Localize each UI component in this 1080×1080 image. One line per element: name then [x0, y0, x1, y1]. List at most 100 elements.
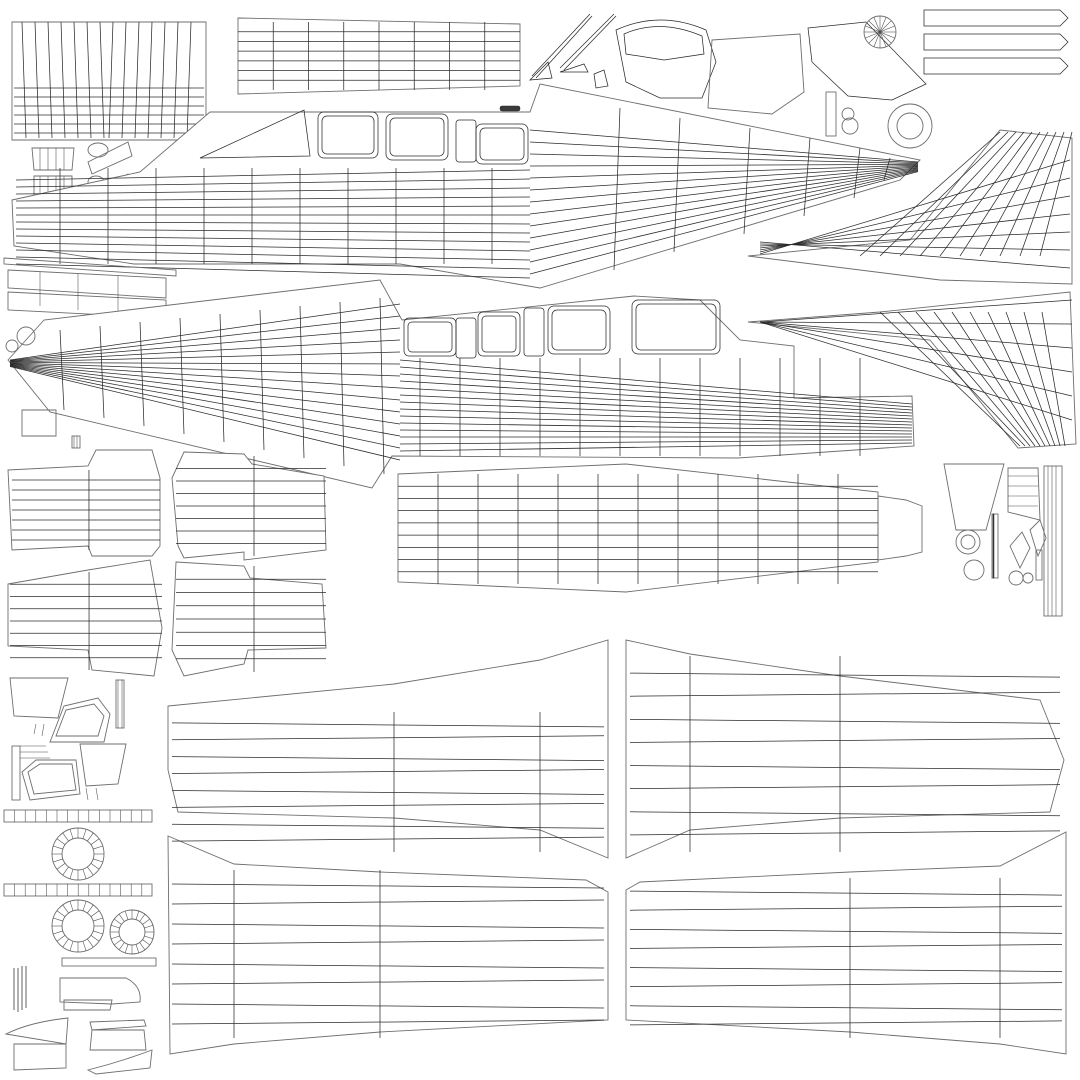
mesh-edge — [144, 924, 154, 929]
mesh-edge — [56, 935, 66, 942]
mesh-edge — [629, 672, 1061, 678]
mesh-edge — [529, 170, 919, 263]
mesh-edge — [759, 321, 1073, 397]
mesh-edge — [121, 21, 127, 139]
mesh-edge — [915, 311, 1031, 447]
mesh-edge — [135, 944, 140, 954]
mesh-edge — [629, 738, 1061, 743]
mesh-edge — [171, 979, 605, 985]
mesh-edge — [759, 213, 1071, 249]
mesh-edge — [87, 866, 94, 876]
mesh-edge — [759, 243, 1071, 251]
mesh-edge — [933, 311, 1036, 447]
mesh-edge — [93, 917, 103, 922]
mesh-edge — [171, 923, 605, 929]
mesh-edge — [879, 17, 887, 33]
mesh-edge — [399, 380, 913, 414]
mesh-edge — [879, 31, 892, 44]
mesh-edge — [759, 321, 1073, 349]
mesh-edge — [759, 321, 1073, 421]
mesh-edge — [21, 21, 27, 139]
mesh-edge — [47, 21, 53, 139]
mesh-edge — [759, 159, 1071, 255]
mesh-edge — [69, 869, 74, 879]
mesh-edge — [9, 363, 401, 401]
mesh-edge — [114, 939, 122, 946]
mesh-edge — [9, 362, 401, 377]
mesh-edge — [629, 811, 1061, 817]
mesh-edge — [53, 917, 63, 922]
mesh-edge — [9, 366, 401, 461]
mesh-edge — [53, 930, 63, 935]
mesh-edge — [1041, 311, 1066, 447]
mesh-edge — [399, 408, 913, 426]
mesh-edge — [759, 241, 1071, 269]
mesh-edge — [171, 1019, 605, 1025]
mesh-edge — [56, 838, 66, 845]
mesh-edge — [919, 131, 1025, 257]
mesh-edge — [62, 904, 69, 914]
mesh-edge — [759, 321, 1073, 325]
mesh-edge — [124, 944, 129, 954]
mesh-edge — [124, 910, 129, 920]
mesh-edge — [99, 325, 105, 419]
mesh-edge — [879, 31, 887, 47]
mesh-edge — [142, 939, 150, 946]
mesh-edge — [673, 117, 681, 253]
mesh-edge — [399, 422, 913, 432]
mesh-edge — [62, 866, 69, 876]
mesh-edge — [803, 137, 811, 217]
mesh-edge — [865, 25, 881, 33]
wing-root-panel — [397, 463, 923, 593]
mesh-edge — [171, 756, 605, 762]
mesh-edge — [859, 131, 1001, 257]
mesh-edge — [171, 790, 605, 795]
mesh-edge — [9, 362, 401, 365]
mesh-edge — [171, 939, 605, 945]
window-row-lower — [403, 299, 721, 359]
mesh-edge — [186, 21, 192, 139]
mesh-edge — [399, 401, 913, 423]
mesh-edge — [171, 802, 605, 808]
misc-parts-right — [943, 463, 1063, 617]
mesh-edge — [59, 329, 65, 411]
mesh-edge — [399, 366, 913, 408]
mesh-edge — [629, 890, 1063, 896]
mesh-edge — [82, 869, 87, 879]
mesh-edge — [879, 20, 892, 33]
mesh-edge — [529, 153, 919, 164]
mesh-edge — [613, 107, 621, 271]
mesh-edge — [87, 904, 94, 914]
mesh-edge — [9, 364, 401, 413]
stabilizer-panels — [167, 639, 1067, 1055]
mesh-edge — [759, 321, 1073, 373]
mesh-edge — [139, 321, 145, 427]
top-small-parts — [499, 9, 1069, 149]
mesh-edge — [759, 195, 1071, 251]
mesh-edge — [110, 924, 120, 929]
mesh-edge — [114, 918, 122, 925]
mesh-edge — [879, 25, 895, 33]
mesh-edge — [299, 305, 305, 459]
mesh-edge — [868, 20, 881, 33]
mesh-edge — [897, 311, 1026, 447]
canopy-panel — [11, 21, 207, 141]
mesh-edge — [629, 928, 1063, 934]
mesh-edge — [173, 21, 179, 139]
mesh-edge — [987, 311, 1051, 447]
mesh-edge — [87, 832, 94, 842]
fan-piece — [807, 21, 927, 101]
mesh-edge — [873, 31, 881, 47]
mesh-edge — [399, 439, 913, 445]
mesh-edge — [99, 21, 105, 139]
mesh-edge — [759, 177, 1071, 253]
engine-cowling-panels — [7, 449, 327, 677]
mesh-edge — [179, 317, 185, 435]
mesh-edge — [399, 394, 913, 420]
mesh-edge — [759, 231, 1071, 247]
fuselage-side-lower — [7, 279, 915, 489]
mesh-edge — [9, 364, 401, 425]
mesh-edge — [529, 141, 919, 164]
mesh-edge — [90, 935, 100, 942]
mesh-edge — [1019, 131, 1065, 257]
